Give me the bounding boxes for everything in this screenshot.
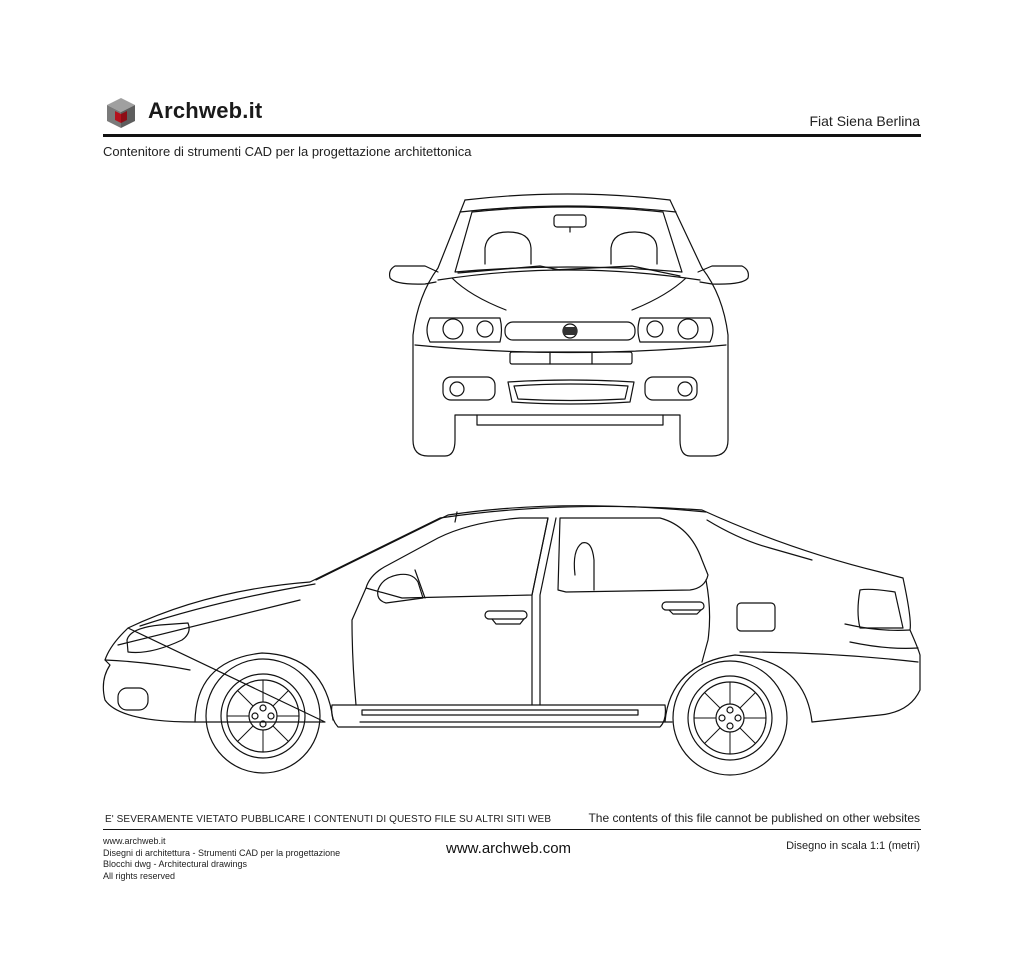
drawing-title: Fiat Siena Berlina <box>809 113 920 129</box>
info-line: www.archweb.it <box>103 836 166 846</box>
website-url: www.archweb.com <box>446 840 572 857</box>
side-view <box>102 505 921 776</box>
warning-english: The contents of this file cannot be publ… <box>588 811 920 825</box>
front-view <box>388 193 749 457</box>
footer-rule <box>103 829 921 830</box>
header-rule <box>103 134 921 137</box>
brand-name: Archweb.it <box>148 98 263 123</box>
archweb-logo-icon <box>107 98 135 128</box>
tagline: Contenitore di strumenti CAD per la prog… <box>103 144 472 159</box>
info-line: All rights reserved <box>103 870 176 881</box>
scale-note: Disegno in scala 1:1 (metri) <box>786 840 920 852</box>
info-line: Disegni di architettura - Strumenti CAD … <box>103 847 341 858</box>
info-block: www.archweb.it Disegni di architettura -… <box>103 836 340 882</box>
info-line: Blocchi dwg - Architectural drawings <box>103 859 248 869</box>
warning-italian: E' SEVERAMENTE VIETATO PUBBLICARE I CONT… <box>105 814 552 825</box>
